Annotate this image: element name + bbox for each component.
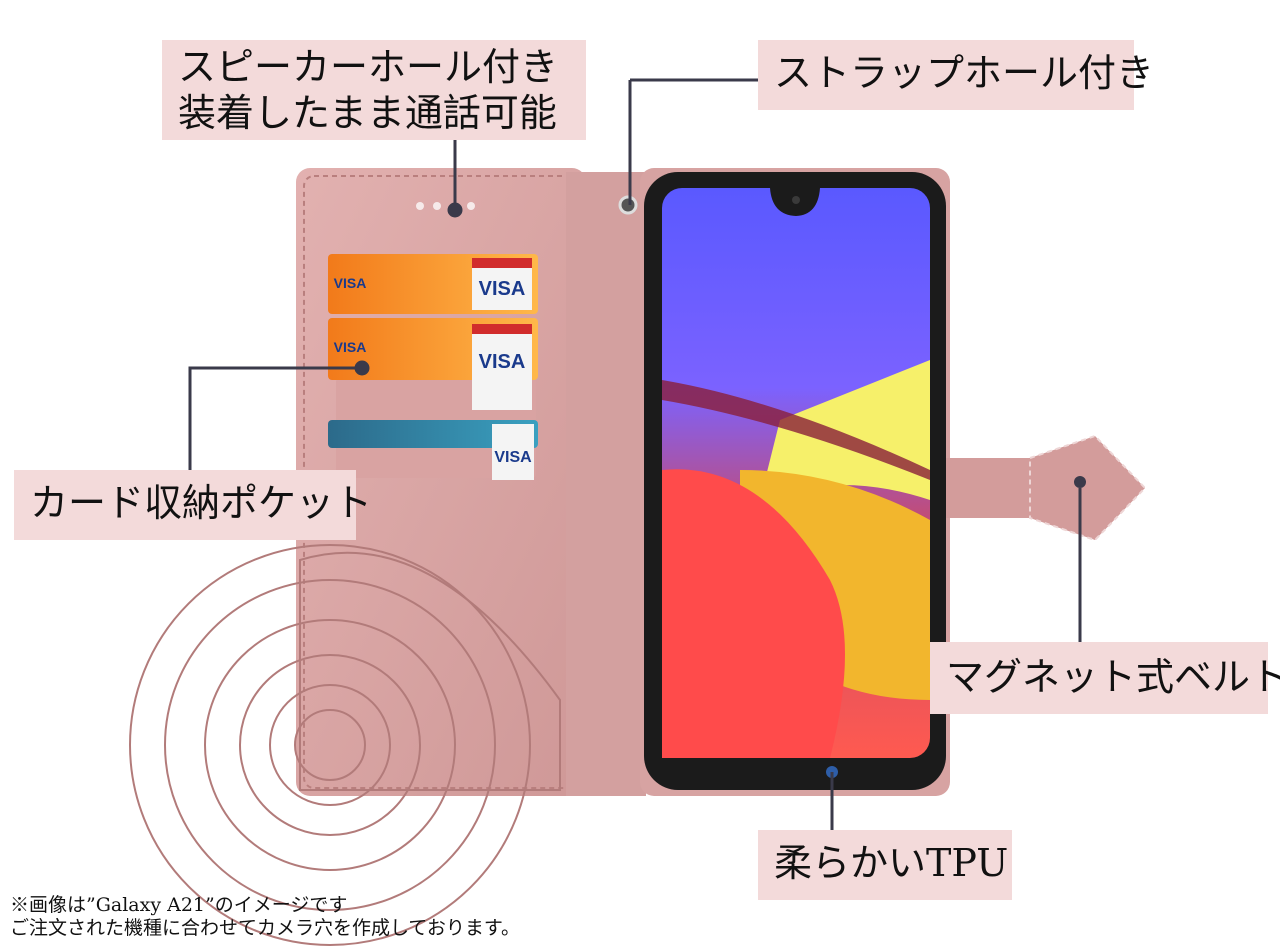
speaker-hole-label-line1: スピーカーホール付き bbox=[178, 45, 559, 89]
card-1: VISA VISA bbox=[328, 254, 538, 314]
card-1-brand: VISA bbox=[479, 278, 526, 300]
case-spine bbox=[566, 172, 646, 796]
footnote-line1: ※画像は”Galaxy A21”のイメージです bbox=[10, 894, 348, 916]
phone bbox=[644, 172, 946, 790]
card-2-brand-small: VISA bbox=[334, 339, 367, 355]
card-3-brand: VISA bbox=[494, 449, 532, 466]
callout-lines bbox=[188, 78, 1082, 830]
speaker-holes bbox=[416, 202, 475, 210]
footnote-line2: ご注文された機種に合わせてカメラ穴を作成しております。 bbox=[10, 917, 520, 939]
speaker-hole-label-line2: 装着したまま通話可能 bbox=[178, 91, 557, 135]
card-3: VISA bbox=[328, 420, 538, 480]
speaker-hole-label: スピーカーホール付き 装着したまま通話可能 bbox=[162, 40, 586, 140]
mandala-emboss bbox=[129, 544, 561, 946]
strap-hole bbox=[618, 195, 638, 215]
magnetic-belt-label: マグネット式ベルト bbox=[930, 642, 1280, 714]
card-2: VISA VISA bbox=[328, 318, 538, 410]
magnetic-strap bbox=[940, 434, 1147, 542]
tpu-label: 柔らかいTPU bbox=[758, 830, 1012, 900]
card-2-brand: VISA bbox=[479, 351, 526, 373]
card-pocket-label: カード収納ポケット bbox=[14, 470, 372, 540]
strap-hole-label: ストラップホール付き bbox=[758, 40, 1154, 110]
card-1-brand-small: VISA bbox=[334, 275, 367, 291]
